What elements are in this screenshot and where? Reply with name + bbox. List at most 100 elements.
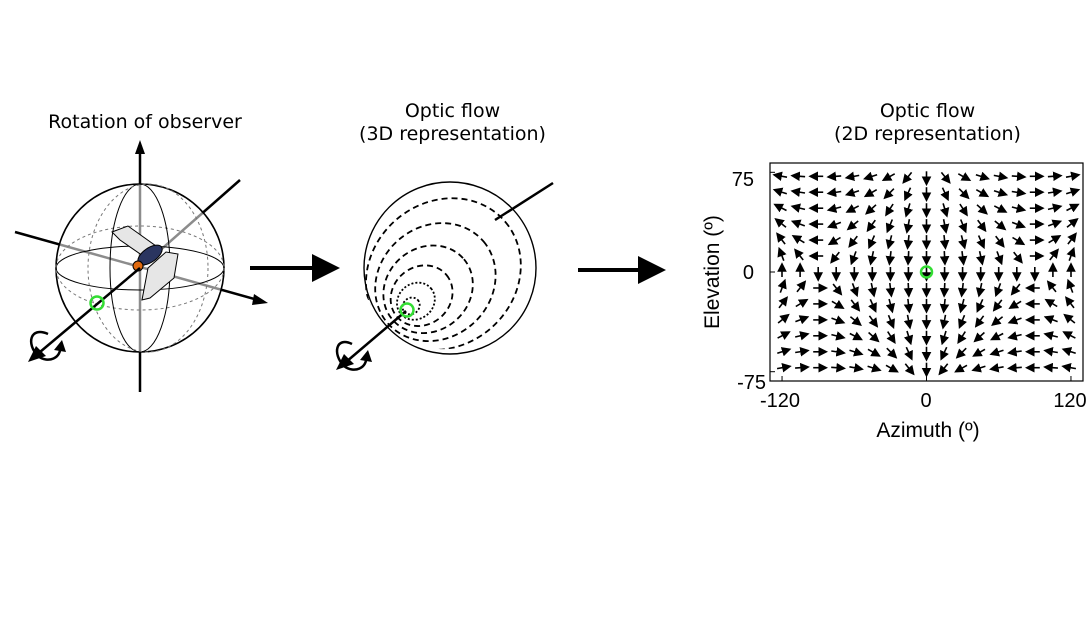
flow-vector [1043,331,1058,341]
ytick-label-middle: 0 [743,262,754,284]
ytick-label-top: 75 [732,169,754,191]
flow-vector [885,203,895,217]
flow-vector [849,316,862,327]
flow-vector [992,299,1003,312]
flow-vector [1011,171,1027,182]
flow-vector [939,314,950,330]
flow-vector [940,171,951,184]
flow-vector [849,363,864,373]
flow-vector [1011,203,1027,213]
observer-sphere-diagram [14,140,268,392]
flow-vector [973,331,985,343]
flow-vector [867,282,878,298]
flow-ring [396,281,436,321]
flow-vector [938,363,949,376]
flow-vector [955,347,967,359]
flow-vector [772,171,788,181]
latitude-dashed [55,225,225,311]
flow-vector [1007,331,1022,341]
xtick-label-middle: 0 [920,390,931,412]
flow-vector [903,298,914,314]
rotation-arrow-icon [29,330,62,361]
flow-vector [795,362,810,373]
flow-vector [974,315,985,328]
flow-vector [1066,218,1079,228]
flow-vector [1063,313,1076,324]
flow-vector [1012,236,1026,246]
flow-vector [776,362,792,373]
flow-vector [846,220,859,231]
flow-vector [1064,296,1075,309]
flow-vector [866,219,877,233]
flow-vector [885,235,895,250]
flow-vector [993,204,1008,213]
panel2-title-line2: (3D representation) [359,123,546,145]
flow-vectors [772,171,1081,378]
panel2-title: Optic flow (3D representation) [340,100,565,146]
flow-vector [939,235,950,250]
flow-sphere [363,181,537,355]
flow-vector [902,171,913,184]
flow-vector [796,280,807,293]
flow-vector [993,171,1009,182]
flow-vector [868,298,877,313]
flow-vector [886,314,895,329]
flow-vector [1067,232,1077,245]
flow-vector [1061,347,1076,357]
flow-vector [939,251,950,266]
flow-vector [1043,315,1058,325]
flow-ring [374,222,497,342]
flow-vector [777,278,787,293]
flow-vector [881,172,896,182]
flow-vector [1048,235,1062,245]
flow-vector [863,188,878,198]
flow-vector [795,331,810,341]
flow-vector [867,235,877,250]
flow-vector [826,187,842,198]
flow-vector [1047,171,1063,182]
flow-vector [1065,171,1081,181]
panel1-title-text: Rotation of observer [48,111,242,133]
flow-vector [778,296,789,309]
horizontal-axis-arrowhead [252,294,268,305]
flow-vector [865,204,877,215]
flow-vector [903,219,914,234]
flow-vector [885,363,899,373]
flow-vector [1043,346,1058,357]
flow-vector [790,219,806,229]
flow-vector [958,219,968,234]
flow-vector [989,347,1004,357]
flow-vector [827,219,842,229]
focus-marker-2d [919,265,934,279]
flow-vector [844,187,860,197]
flow-vector [1065,187,1081,197]
flow-vector [1007,315,1022,325]
flow-vector [831,299,845,309]
flow-vector [868,315,879,328]
flow-vector [975,171,990,181]
xtick-label-right: 120 [1053,390,1086,412]
flow-vector [976,219,987,233]
rotation-axis-front [345,310,407,363]
flow-vector [989,363,1004,373]
flow-vector [863,171,878,181]
flow-vector [827,236,841,246]
flow-vector [971,363,986,373]
flow-vector [990,331,1004,341]
flow-vector [1047,219,1063,229]
panel3-title-line1: Optic flow [879,100,976,122]
flow-vector [994,251,1004,266]
flow-vector [939,330,950,346]
flow-ring [365,197,522,351]
flow-vector [830,251,840,264]
flow-vector [994,220,1007,231]
flow-vector [976,298,985,313]
panel1-title: Rotation of observer [30,111,260,134]
flow-vector [975,282,986,298]
flow-vector [904,363,915,376]
flow-vector [831,362,846,373]
flow-vector [1008,299,1022,309]
flow-vector [777,347,792,357]
flow-vector [777,313,790,324]
flow-vector [1062,331,1076,340]
